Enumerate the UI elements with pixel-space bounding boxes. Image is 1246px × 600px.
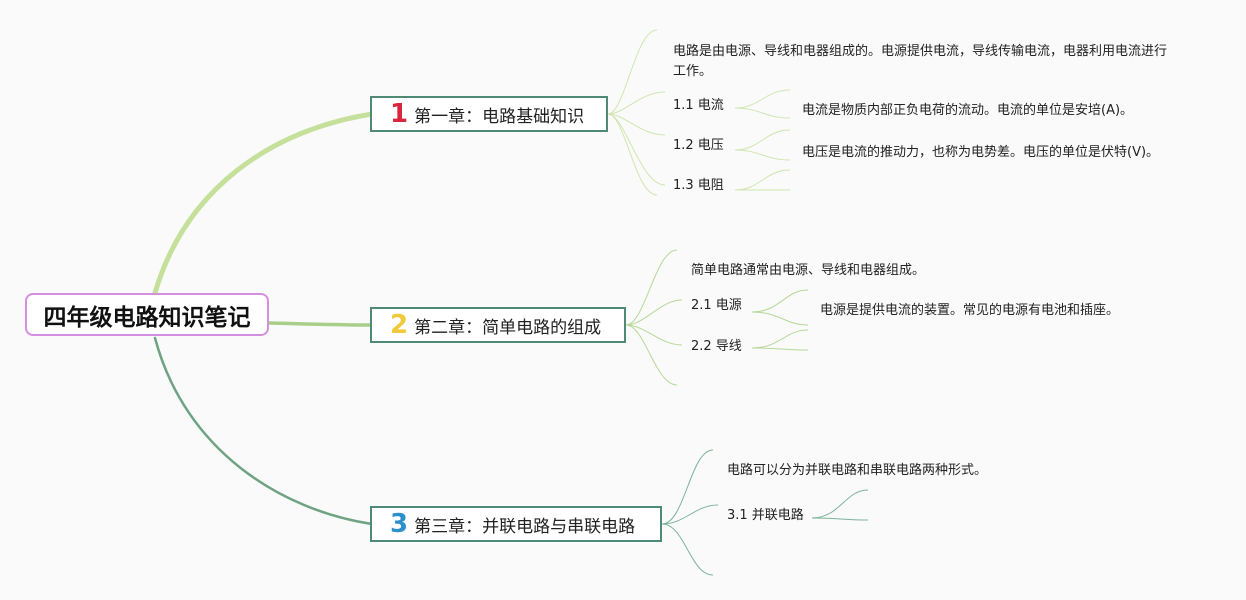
- ch1-link-end: [607, 113, 658, 196]
- ch2-link-intro: [625, 249, 678, 326]
- ch3-1-link-b: [811, 517, 869, 521]
- ch2-link-1: [625, 299, 683, 326]
- ch1-link-1: [607, 91, 666, 115]
- topic-2-2[interactable]: 2.2 导线: [691, 339, 742, 354]
- chapter-1-intro[interactable]: 电路是由电源、导线和电器组成的。电源提供电流，导线传输电流，电器利用电流进行工作…: [673, 44, 1168, 79]
- ch2-1-link-b: [751, 311, 809, 326]
- ch1-link-3: [607, 113, 666, 186]
- ch2-1-link-a: [751, 289, 809, 313]
- topic-1-2[interactable]: 1.2 电压: [673, 138, 724, 153]
- chapter-3-node[interactable]: 3 第三章：并联电路与串联电路: [370, 506, 662, 542]
- ch2-link-end: [625, 324, 678, 386]
- root-topic[interactable]: 四年级电路知识笔记: [25, 293, 269, 336]
- chapter-2-node[interactable]: 2 第二章：简单电路的组成: [370, 307, 626, 343]
- ch1-link-intro: [607, 29, 658, 115]
- ch3-link-end: [661, 523, 714, 576]
- ch2-2-link-a: [751, 329, 809, 349]
- branch-chapter-1: [152, 111, 375, 296]
- chapter-2-label: 第二章：简单电路的组成: [414, 317, 602, 338]
- ch3-1-link-a: [811, 489, 869, 519]
- ch1-1-link-a: [734, 89, 791, 109]
- ch1-2-link-a: [734, 129, 791, 151]
- root-title: 四年级电路知识笔记: [43, 304, 251, 331]
- ch2-2-link-b: [751, 347, 809, 351]
- ch3-link-intro: [661, 449, 714, 525]
- topic-1-1-detail[interactable]: 电流是物质内部正负电荷的流动。电流的单位是安培(A)。: [802, 103, 1134, 118]
- branch-chapter-2: [268, 321, 374, 327]
- topic-3-1[interactable]: 3.1 并联电路: [727, 508, 804, 523]
- topic-1-3[interactable]: 1.3 电阻: [673, 178, 724, 193]
- chapter-3-label: 第三章：并联电路与串联电路: [414, 516, 636, 537]
- chapter-2-number: 2: [390, 310, 409, 340]
- topic-2-1-detail[interactable]: 电源是提供电流的装置。常见的电源有电池和插座。: [820, 303, 1120, 318]
- chapter-2-intro[interactable]: 简单电路通常由电源、导线和电器组成。: [691, 263, 926, 278]
- chapter-1-label: 第一章：电路基础知识: [414, 106, 585, 127]
- ch1-link-2: [607, 113, 666, 136]
- chapter-1-number: 1: [390, 99, 409, 129]
- topic-1-2-detail[interactable]: 电压是电流的推动力，也称为电势差。电压的单位是伏特(V)。: [802, 145, 1160, 160]
- chapter-3-intro[interactable]: 电路可以分为并联电路和串联电路两种形式。: [727, 463, 988, 478]
- ch3-link-1: [661, 504, 719, 525]
- topic-2-1[interactable]: 2.1 电源: [691, 298, 742, 313]
- ch1-1-link-b: [734, 107, 791, 119]
- chapter-1-node[interactable]: 1 第一章：电路基础知识: [370, 96, 608, 132]
- ch1-3-link-a: [734, 169, 791, 191]
- branch-chapter-3: [153, 336, 374, 526]
- chapter-3-number: 3: [390, 509, 409, 539]
- ch1-2-link-b: [734, 149, 791, 161]
- ch2-link-2: [625, 324, 683, 346]
- topic-1-1[interactable]: 1.1 电流: [673, 98, 724, 113]
